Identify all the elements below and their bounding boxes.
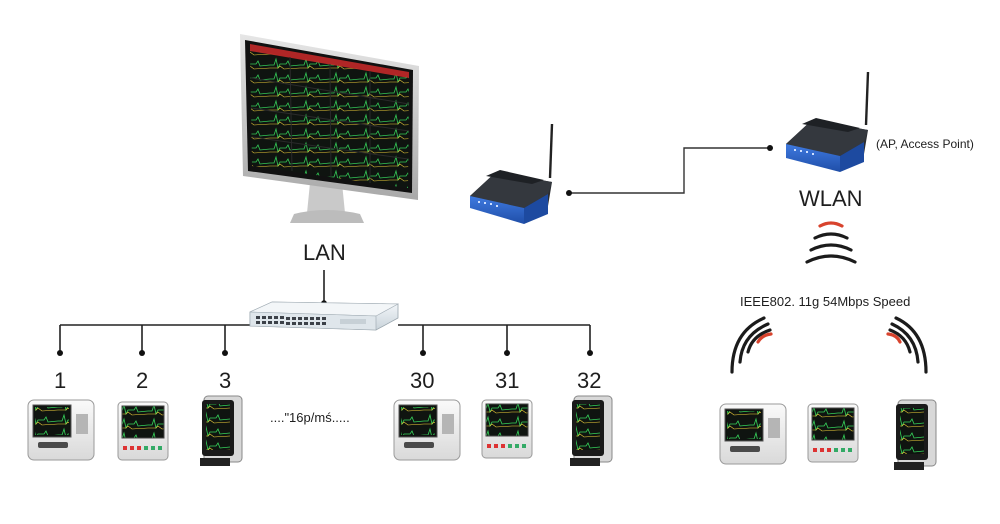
patient-monitor-icon [27, 399, 95, 461]
node-label-2: 2 [136, 368, 149, 393]
node-label-1: 1 [54, 368, 67, 393]
desktop-monitor-icon [240, 34, 419, 223]
speed-label: IEEE802. 11g 54Mbps Speed [740, 294, 911, 309]
network-switch-icon [249, 301, 400, 331]
patient-monitor-icon [570, 395, 613, 466]
patient-monitor-icon [719, 403, 787, 465]
patient-monitor-icon [481, 399, 533, 459]
patient-monitor-icon [393, 399, 461, 461]
patient-monitor-icon [807, 403, 859, 463]
patient-monitor-icon [200, 395, 243, 466]
lan-label: LAN [303, 240, 346, 265]
access-point-icon [786, 71, 870, 172]
router-ap-link [566, 145, 773, 196]
wifi-signal-icon [730, 316, 773, 374]
node-label-30: 30 [410, 368, 435, 393]
ellipsis-label: ...."16p/mś..... [270, 410, 350, 425]
access-point-label: (AP, Access Point) [876, 137, 974, 151]
wireless-router-icon [470, 123, 554, 224]
node-label-31: 31 [495, 368, 520, 393]
wifi-signal-icon [886, 316, 928, 374]
wifi-signal-icon [805, 221, 857, 264]
wlan-label: WLAN [799, 186, 863, 211]
patient-monitor-icon [117, 401, 169, 461]
node-label-32: 32 [577, 368, 602, 393]
patient-monitor-icon [894, 399, 937, 470]
node-label-3: 3 [219, 368, 232, 393]
lan-bus-lines [59, 270, 591, 352]
